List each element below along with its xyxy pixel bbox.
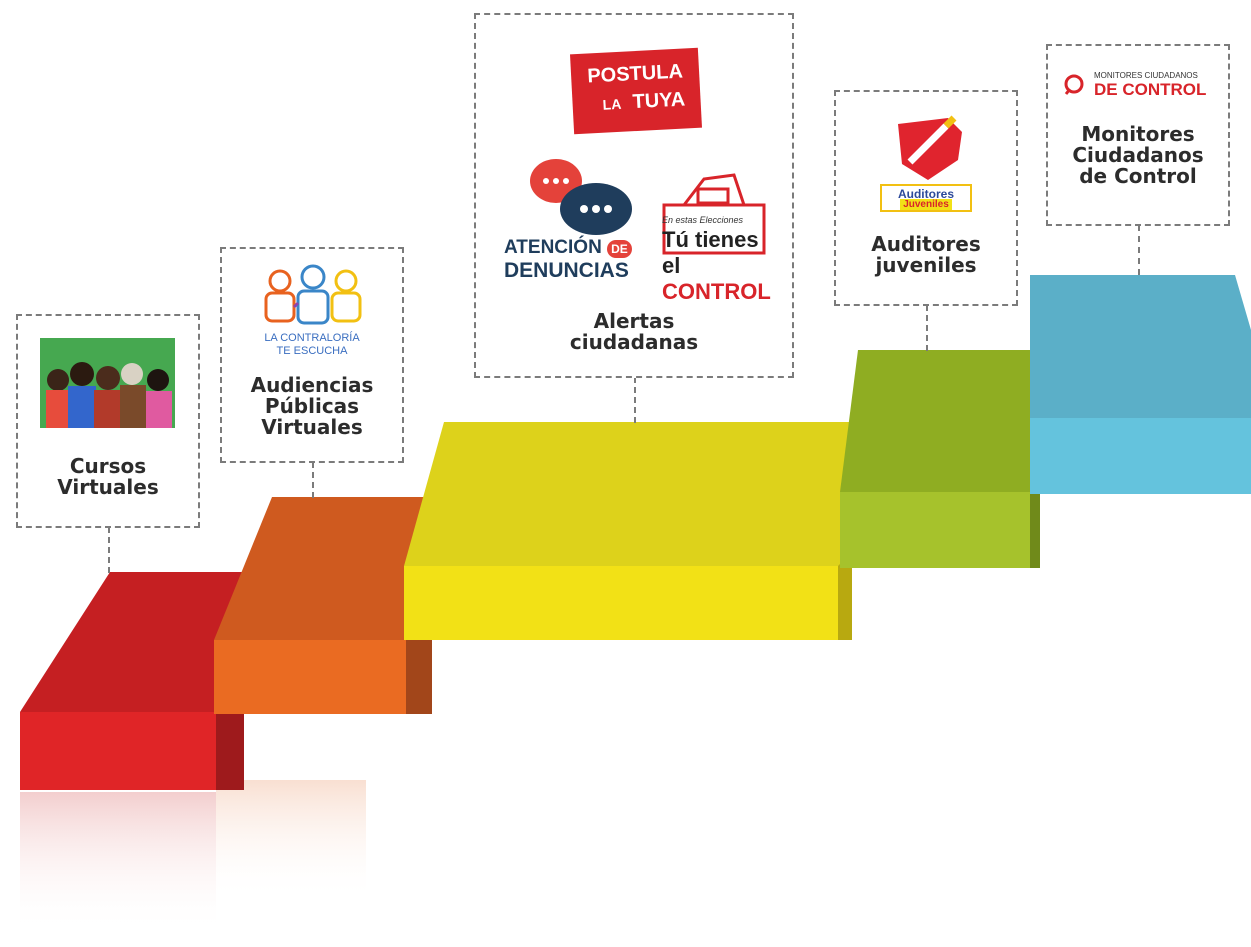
tu-tienes-text-2: el CONTROL bbox=[662, 253, 792, 305]
students-icon bbox=[40, 338, 175, 428]
people-outline-icon bbox=[264, 264, 362, 325]
connector-4 bbox=[926, 305, 928, 351]
card-auditores-juveniles: Auditores Juveniles Auditores juveniles bbox=[834, 90, 1018, 306]
step-2-audiencias bbox=[214, 497, 432, 714]
auditores-logo-text-1: Auditores bbox=[897, 187, 954, 201]
postula-logo: POSTULA LA TUYA bbox=[569, 47, 703, 135]
connector-1 bbox=[108, 527, 110, 573]
students-illustration bbox=[40, 338, 175, 428]
connector-2 bbox=[312, 462, 314, 498]
step-5-monitores bbox=[1030, 275, 1251, 494]
tu-tienes-text-1: Tú tienes bbox=[662, 227, 759, 252]
reflection-red bbox=[20, 792, 216, 932]
card-label-alertas: Alertas ciudadanas bbox=[569, 309, 699, 354]
contraloria-text-1: LA CONTRALORÍA bbox=[264, 332, 360, 344]
card-label-monitores: Monitores Ciudadanos de Control bbox=[1072, 122, 1204, 188]
ballot-box-icon bbox=[662, 173, 766, 255]
monitores-big-text: DE CONTROL bbox=[1094, 80, 1207, 99]
postula-text-1: POSTULA bbox=[586, 60, 684, 88]
card-cursos-virtuales: Cursos Virtuales bbox=[16, 314, 200, 528]
atencion-de-badge: DE bbox=[607, 240, 632, 258]
card-audiencias-publicas: LA CONTRALORÍA TE ESCUCHA Audiencias Púb… bbox=[220, 247, 404, 463]
card-label-cursos: Cursos Virtuales bbox=[57, 454, 159, 499]
speech-bubbles-icon bbox=[530, 159, 632, 235]
card-label-audiencias: Audiencias Públicas Virtuales bbox=[250, 373, 374, 439]
connector-5 bbox=[1138, 225, 1140, 275]
card-monitores-ciudadanos: MONITORES CIUDADANOS DE CONTROL Monitore… bbox=[1046, 44, 1230, 226]
monitores-small-text: MONITORES CIUDADANOS bbox=[1094, 71, 1198, 80]
connector-3 bbox=[634, 377, 636, 423]
auditores-logo-box: Auditores Juveniles bbox=[880, 184, 972, 212]
postula-text-small: LA bbox=[602, 95, 622, 113]
card-alertas-ciudadanas: POSTULA LA TUYA ATENCIÓN DE DENUNCIAS En… bbox=[474, 13, 794, 378]
tu-tienes-control: CONTROL bbox=[662, 279, 771, 304]
atencion-text-2: DENUNCIAS bbox=[504, 259, 629, 282]
tu-tienes-small: En estas Elecciones bbox=[662, 215, 744, 225]
card-label-auditores: Auditores juveniles bbox=[871, 232, 981, 277]
tu-tienes-el: el bbox=[662, 253, 681, 278]
atencion-text-1: ATENCIÓN DE bbox=[504, 237, 632, 259]
shield-pencil-icon bbox=[898, 115, 962, 180]
auditores-logo-text-2: Juveniles bbox=[900, 199, 952, 210]
postula-text-2: TUYA bbox=[632, 88, 686, 114]
magnifier-icon bbox=[1064, 74, 1084, 95]
reflection-orange bbox=[216, 780, 366, 900]
step-4-auditores bbox=[840, 350, 1040, 568]
step-3-alertas bbox=[404, 422, 852, 640]
step-1-cursos bbox=[20, 572, 244, 790]
atencion-word: ATENCIÓN bbox=[504, 237, 602, 258]
contraloria-text-2: TE ESCUCHA bbox=[276, 345, 348, 357]
